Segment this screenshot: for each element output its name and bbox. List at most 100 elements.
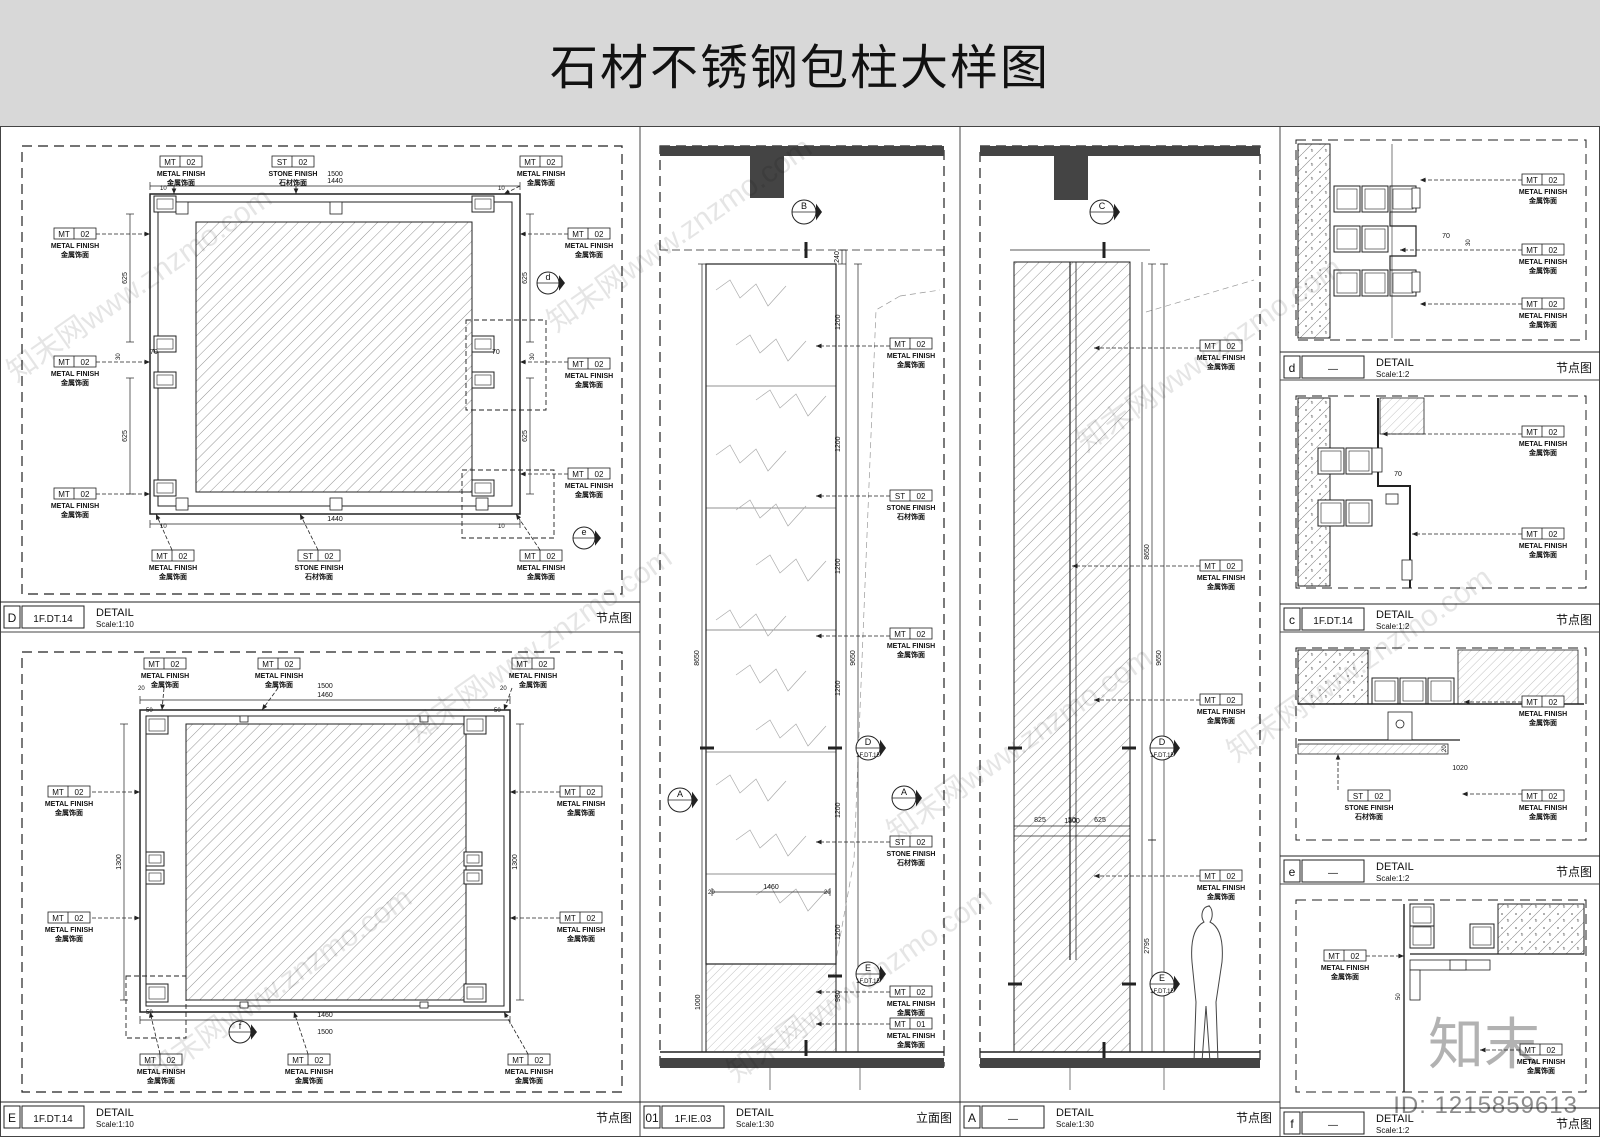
footer-title: DETAIL (1376, 609, 1414, 621)
tag-finish-label: METAL FINISH (565, 243, 613, 250)
tag-material-code: MT (894, 988, 906, 997)
footer-ref: — (1328, 364, 1338, 375)
steel-tube-inner (474, 374, 492, 386)
footer-ref: — (1328, 1120, 1338, 1131)
line (899, 289, 941, 297)
footer-letter: e (1289, 865, 1296, 879)
leader-arrow (1072, 563, 1078, 569)
tag-number: 02 (179, 552, 188, 561)
dimension-text: 70 (492, 349, 500, 356)
tag-box (1521, 789, 1565, 802)
tag-finish-label: METAL FINISH (1519, 259, 1567, 266)
dimension-text: 50 (146, 1010, 153, 1016)
dimension-text: 625 (1094, 817, 1106, 824)
tag-number: 02 (1351, 952, 1360, 961)
tag-finish-label-cn: 石材饰面 (896, 512, 925, 521)
tag-box (519, 155, 563, 168)
tag-finish-label: METAL FINISH (887, 1001, 935, 1008)
tag-finish-label: METAL FINISH (255, 673, 303, 680)
tag-number: 02 (1549, 300, 1558, 309)
dimension-text: 10 (160, 524, 167, 530)
section-callout: A (891, 785, 922, 811)
steel-tube-inner (1402, 680, 1424, 702)
tag-number: 02 (587, 914, 596, 923)
tag-box (889, 337, 933, 350)
steel-tube (1317, 447, 1345, 475)
tag-box (889, 489, 933, 502)
callout-pointer (692, 791, 698, 809)
dimension-text: 10 (498, 186, 505, 192)
dimension-text: 1300 (116, 854, 123, 870)
dimension-text: 625 (522, 430, 529, 442)
dimension-text: 10 (160, 186, 167, 192)
footer-title: DETAIL (1376, 357, 1414, 369)
tag-number: 02 (171, 660, 180, 669)
concrete-wall (1497, 903, 1585, 955)
line (149, 1011, 161, 1055)
callout-letter: E (865, 963, 871, 973)
tag-number: 02 (1549, 428, 1558, 437)
leader-arrow (1335, 754, 1341, 760)
tag-finish-label-cn: 金属饰面 (896, 1040, 925, 1049)
marble-vein (755, 884, 827, 912)
tag-finish-label: METAL FINISH (517, 565, 565, 572)
footer-ref: 1F.DT.14 (33, 614, 73, 625)
leader-arrow (816, 989, 822, 995)
tag-material-code: MT (894, 630, 906, 639)
steel-tube-inner (148, 718, 166, 732)
tag-finish-label-cn: 金属饰面 (896, 650, 925, 659)
tag-finish-label: STONE FINISH (295, 565, 344, 572)
dimension-text: 50 (146, 708, 153, 714)
tag-box (511, 657, 555, 670)
callout-pointer (816, 203, 822, 221)
tag-finish-label-cn: 金属饰面 (1528, 550, 1557, 559)
steel-tube (1361, 225, 1389, 253)
tag-finish-label-cn: 金属饰面 (574, 380, 603, 389)
footer-letter: f (1290, 1117, 1294, 1131)
leader-arrow (156, 514, 161, 520)
tag-material-code: MT (52, 914, 64, 923)
tag-number: 01 (917, 1020, 926, 1029)
steel-tube-inner (1336, 188, 1358, 210)
tag-material-code: MT (524, 158, 536, 167)
tag-material-code: MT (1204, 562, 1216, 571)
tag-box (1521, 243, 1565, 256)
drawing-frame (21, 651, 623, 1093)
steel-tube-inner (156, 482, 174, 494)
drawing-frame (1295, 395, 1587, 589)
stone-core (195, 221, 473, 493)
leader-arrow (144, 231, 150, 237)
dimension-text: 20 (500, 686, 507, 692)
tag-box (889, 1017, 933, 1030)
dimension-text: 1200 (835, 558, 842, 574)
tag-box (507, 1053, 551, 1066)
tag-material-code: MT (894, 1020, 906, 1029)
footer-letter: D (8, 611, 17, 625)
stone-core (185, 723, 467, 1001)
tag-material-code: ST (277, 158, 287, 167)
line (515, 513, 541, 551)
leader-arrow (1412, 531, 1418, 537)
leader-arrow (1094, 873, 1100, 879)
marble-vein (735, 334, 807, 362)
leader-arrow (520, 231, 526, 237)
footer-title: DETAIL (1376, 1113, 1414, 1125)
steel-tube-inner (156, 338, 174, 350)
tag-finish-label-cn: 金属饰面 (1526, 1066, 1555, 1075)
leader-arrow (149, 1012, 154, 1018)
dimension-text: 70 (1442, 233, 1450, 240)
tag-number: 02 (75, 788, 84, 797)
tag-finish-label-cn: 金属饰面 (526, 178, 555, 187)
bracket (1385, 493, 1399, 505)
